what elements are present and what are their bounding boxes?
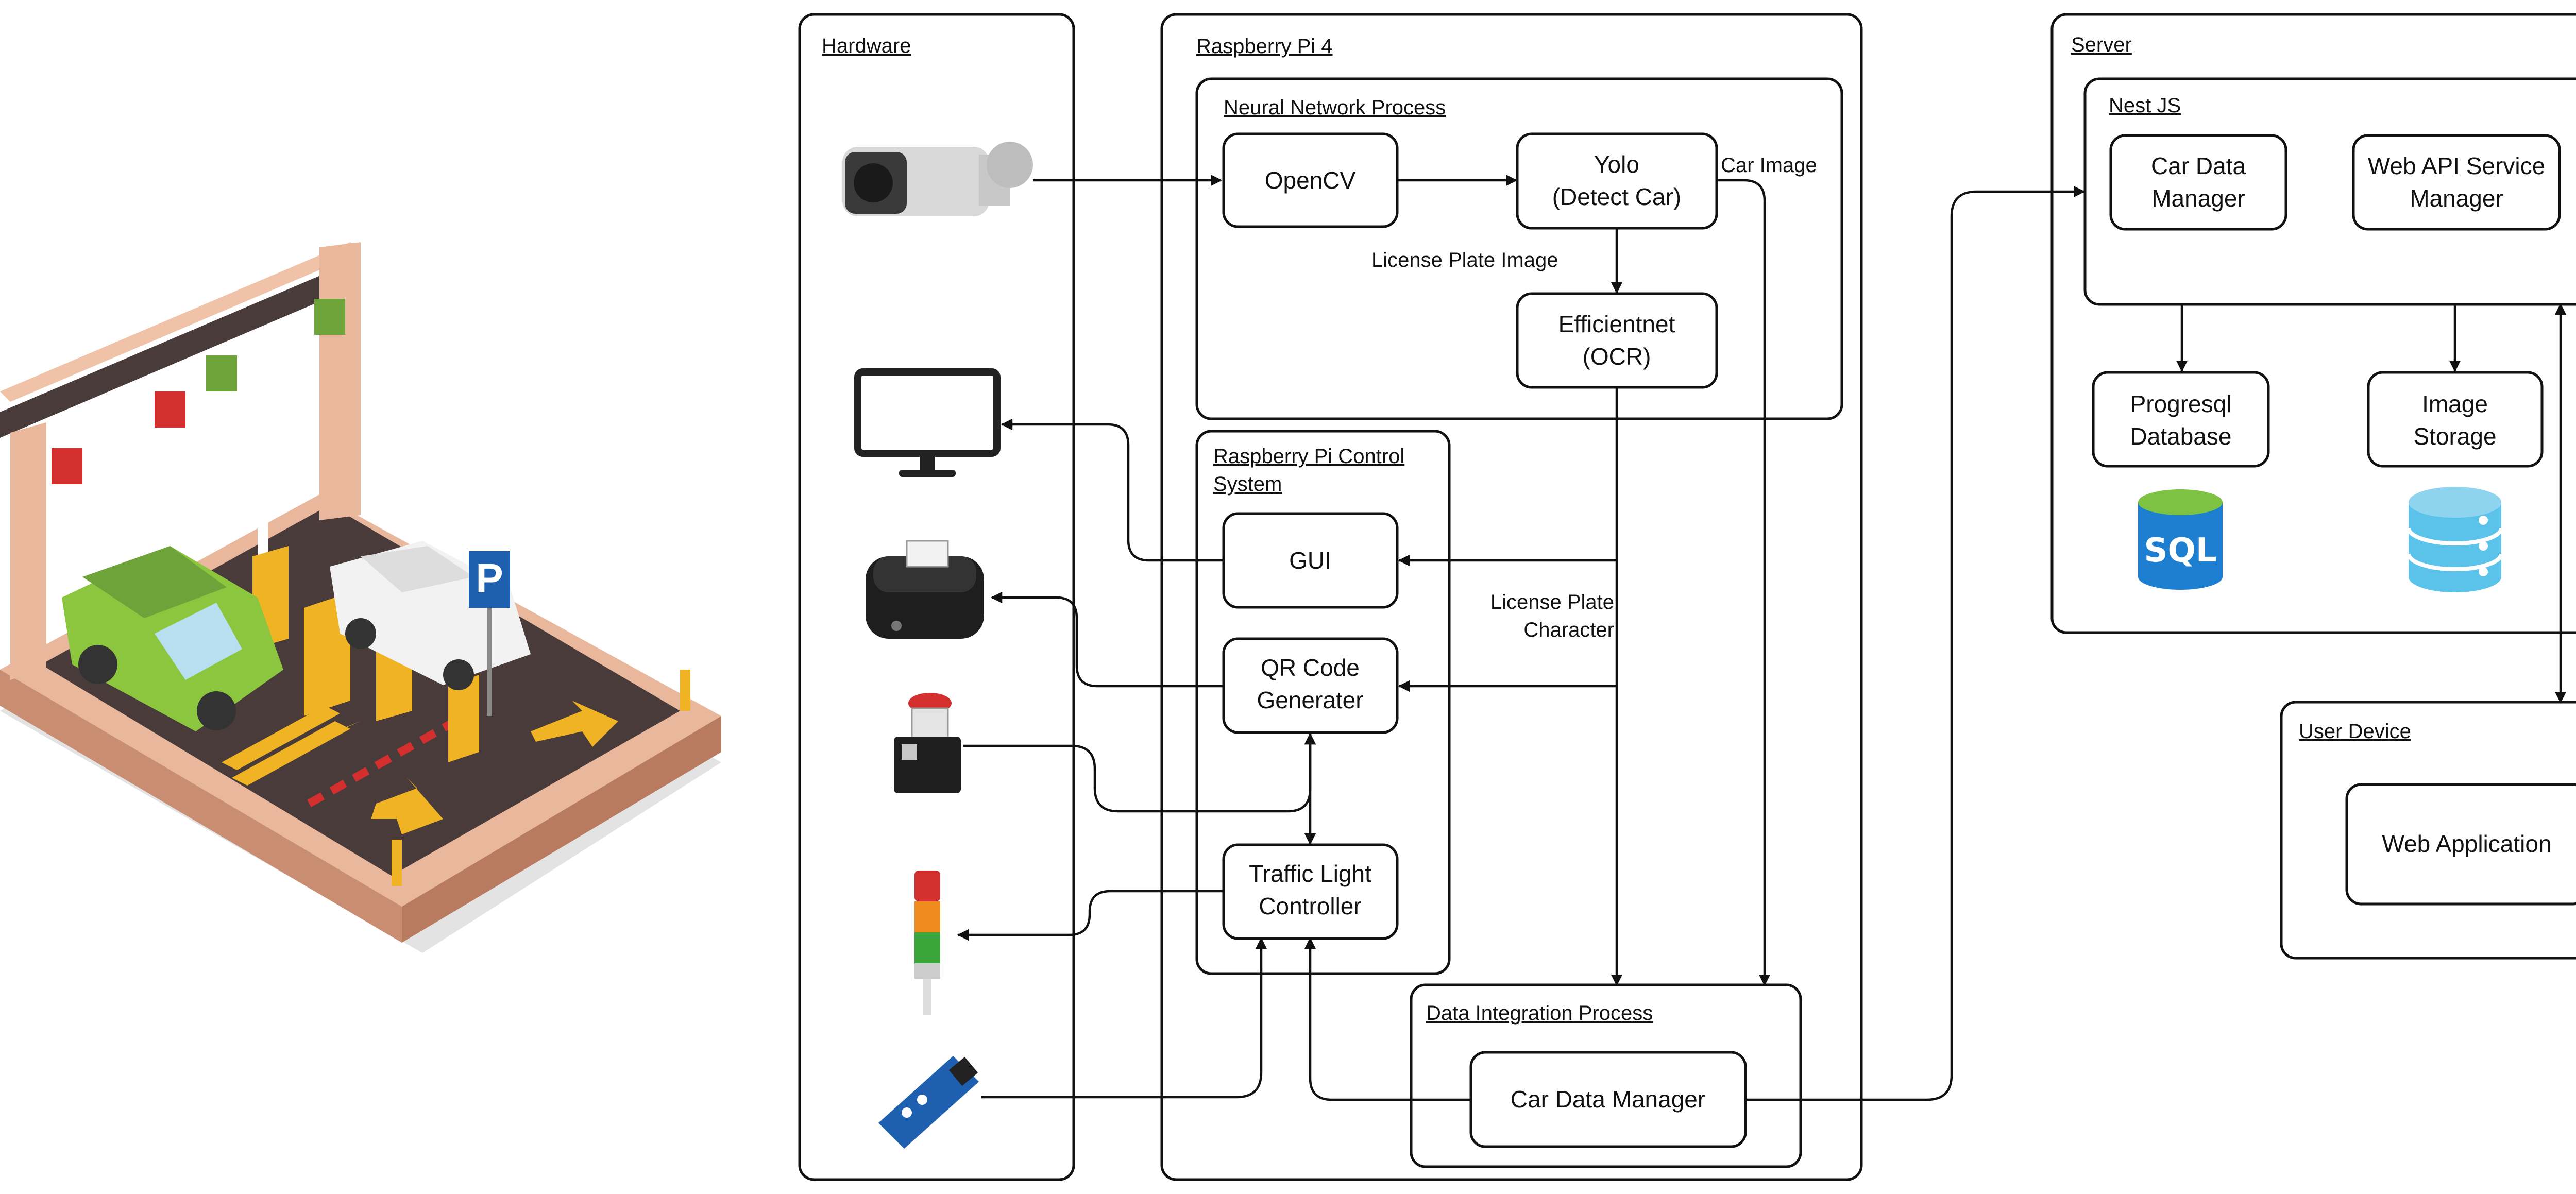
efficientnet-node xyxy=(1516,292,1718,389)
image-storage-node xyxy=(2367,371,2544,468)
push-button-icon xyxy=(894,693,961,793)
receipt-printer-icon xyxy=(866,540,984,639)
connectors xyxy=(957,174,2567,1101)
image-storage-icon xyxy=(2406,487,2503,592)
data-integration-process-label: Data Integration Process xyxy=(1426,1002,1653,1025)
license-plate-character-label-line2: Character xyxy=(1523,619,1614,641)
server-group xyxy=(2050,13,2576,634)
qr-label-line1: QR Code xyxy=(1261,654,1360,681)
sql-database-icon: SQL xyxy=(2138,489,2223,590)
efficientnet-label-line2: (OCR) xyxy=(1583,343,1651,370)
image-storage-label-line2: Storage xyxy=(2413,423,2496,450)
yolo-node xyxy=(1516,132,1718,230)
opencv-node xyxy=(1222,132,1399,228)
efficientnet-label-line1: Efficientnet xyxy=(1558,311,1675,337)
car-data-manager-server-node xyxy=(2109,134,2287,231)
ir-sensor-icon xyxy=(878,1056,979,1149)
monitor-icon xyxy=(854,368,1001,477)
user-device-group xyxy=(2280,701,2576,960)
server-group-label: Server xyxy=(2071,33,2132,56)
hardware-group xyxy=(798,13,1075,1181)
web-application-node xyxy=(2345,783,2576,906)
qr-label-line2: Generater xyxy=(1257,687,1363,713)
control-system-label-line2: System xyxy=(1213,473,1282,496)
data-integration-process-group xyxy=(1410,983,1802,1168)
user-device-group-label: User Device xyxy=(2299,720,2411,743)
yolo-label-line1: Yolo xyxy=(1594,151,1639,178)
opencv-label: OpenCV xyxy=(1265,167,1356,194)
web-api-label-line1: Web API Service xyxy=(2368,152,2545,179)
car-data-manager-server-label-line2: Manager xyxy=(2151,185,2245,212)
car-data-manager-pi-label: Car Data Manager xyxy=(1511,1086,1705,1113)
postgres-database-node xyxy=(2092,371,2270,468)
car-data-manager-server-label-line1: Car Data xyxy=(2151,152,2246,179)
control-system-label-line1: Raspberry Pi Control xyxy=(1213,445,1404,468)
control-system-group xyxy=(1195,430,1451,975)
parking-lot-illustration: P xyxy=(0,242,721,953)
image-storage-label-line1: Image xyxy=(2422,390,2488,417)
raspberry-pi-4-group-label: Raspberry Pi 4 xyxy=(1196,35,1333,58)
neural-network-process-group xyxy=(1195,77,1843,420)
license-plate-character-label-line1: License Plate xyxy=(1490,591,1614,613)
car-data-manager-pi-node xyxy=(1469,1051,1747,1148)
postgres-label-line1: Progresql xyxy=(2130,390,2232,417)
web-api-service-manager-node xyxy=(2352,134,2561,231)
gui-label: GUI xyxy=(1289,547,1331,574)
camera-icon xyxy=(842,142,1033,216)
neural-network-process-label: Neural Network Process xyxy=(1224,96,1446,119)
sql-icon-text: SQL xyxy=(2144,532,2216,570)
web-api-label-line2: Manager xyxy=(2410,185,2503,212)
qr-code-generator-node xyxy=(1222,637,1399,734)
traffic-label-line2: Controller xyxy=(1259,893,1361,919)
hardware-group-label: Hardware xyxy=(822,35,911,57)
postgres-label-line2: Database xyxy=(2130,423,2232,450)
traffic-label-line1: Traffic Light xyxy=(1249,860,1371,887)
gui-node xyxy=(1222,512,1399,609)
raspberry-pi-4-group xyxy=(1160,13,1863,1181)
signal-tower-light-icon xyxy=(914,871,940,1015)
traffic-light-controller-node xyxy=(1222,843,1399,940)
web-application-label: Web Application xyxy=(2382,830,2551,857)
nest-js-group-label: Nest JS xyxy=(2109,94,2181,117)
svg-text:P: P xyxy=(476,555,503,601)
license-plate-image-label: License Plate Image xyxy=(1371,249,1558,271)
car-image-label: Car Image xyxy=(1721,154,1817,177)
yolo-label-line2: (Detect Car) xyxy=(1552,183,1681,210)
